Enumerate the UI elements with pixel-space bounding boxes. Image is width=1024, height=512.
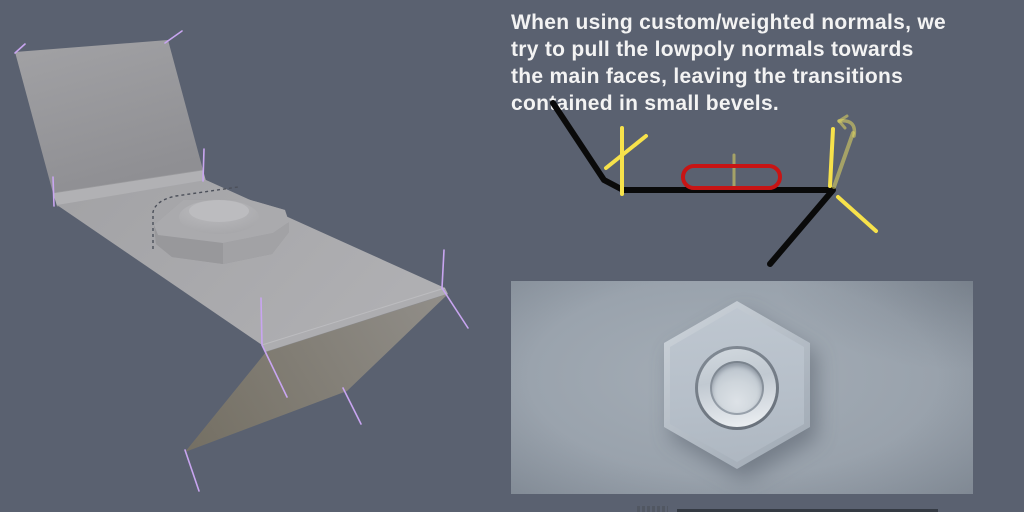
vertex-normals <box>14 30 469 492</box>
annotation-text: When using custom/weighted normals, we t… <box>511 9 1016 117</box>
custom-normal-line <box>828 127 835 188</box>
render-vignette <box>511 281 973 494</box>
plate-fold-bevel <box>53 170 206 206</box>
nut-inner-face <box>712 363 762 413</box>
original-normal-line <box>832 131 855 189</box>
cutoff-caption <box>637 506 668 512</box>
custom-normal-line <box>836 195 878 233</box>
rotation-arrow-head <box>837 114 849 130</box>
vertex-normal-line <box>164 30 183 44</box>
vertex-normal-line <box>260 297 288 398</box>
vertex-normal-line <box>14 43 26 54</box>
cutoff-divider-line <box>677 509 938 512</box>
annotation-line-1: When using custom/weighted normals, we <box>511 11 946 34</box>
nut-side-left <box>154 225 223 264</box>
plate-shadow-face <box>185 294 448 452</box>
rotation-arrow-icon <box>837 119 857 138</box>
annotation-line-4: contained in small bevels. <box>511 92 780 115</box>
lowpoly-profile-line <box>550 100 836 267</box>
annotation-line-3: the main faces, leaving the transitions <box>511 65 904 88</box>
3d-viewport[interactable] <box>0 0 500 512</box>
selection-dashed-outline <box>152 186 239 249</box>
vertex-normal-line <box>342 387 362 425</box>
vertex-normal-line <box>52 176 55 207</box>
vertex-normal-line <box>441 249 469 329</box>
nut-side-right <box>223 222 289 264</box>
plate-top-face <box>57 180 445 345</box>
plate-fold-highlight <box>52 169 204 194</box>
original-normals <box>732 114 857 189</box>
custom-normals <box>604 126 878 233</box>
hex-nut-render <box>511 281 973 494</box>
plate-back-face <box>15 40 203 193</box>
vertex-normal-line <box>202 148 205 182</box>
render-preview <box>511 281 973 494</box>
nut-dome-cap <box>189 200 249 222</box>
plate-front-edge <box>261 287 446 346</box>
vertex-normal-line <box>184 449 200 492</box>
custom-normal-line <box>604 134 648 170</box>
annotation-line-2: try to pull the lowpoly normals towards <box>511 38 914 61</box>
bevel-highlight-ellipse <box>681 164 782 190</box>
plate-front-bevel <box>262 288 448 352</box>
